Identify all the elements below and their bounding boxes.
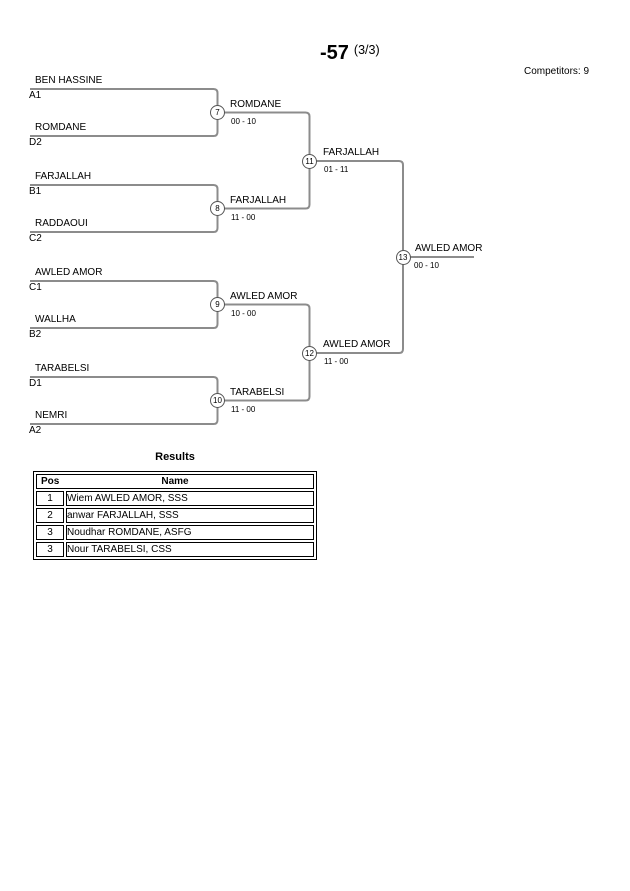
result-name-cell: Wiem AWLED AMOR, SSS xyxy=(66,491,314,506)
bracket-lines xyxy=(30,88,474,425)
page-header: -57 (3/3) xyxy=(320,42,380,65)
page-title-round: (3/3) xyxy=(353,43,380,57)
match-number-badge: 7 xyxy=(210,105,225,120)
result-name-cell: anwar FARJALLAH, SSS xyxy=(66,508,314,523)
results-row: 1 Wiem AWLED AMOR, SSS xyxy=(36,491,314,506)
match9-winner-line xyxy=(224,303,311,353)
match-number-badge: 11 xyxy=(302,153,317,169)
match11-winner-line xyxy=(316,160,404,257)
result-pos-cell: 1 xyxy=(36,491,64,506)
competitor-name: AWLED AMOR xyxy=(35,267,103,278)
match-number-badge: 9 xyxy=(210,297,225,312)
results-col-pos: Pos xyxy=(41,476,60,487)
results-col-name: Name xyxy=(161,476,189,487)
match-score: 00 - 10 xyxy=(414,261,439,270)
result-pos-cell: 3 xyxy=(36,525,64,540)
results-row: 3 Noudhar ROMDANE, ASFG xyxy=(36,525,314,540)
result-pos-cell: 2 xyxy=(36,508,64,523)
winner-name: ROMDANE xyxy=(230,99,282,110)
results-row: 2 anwar FARJALLAH, SSS xyxy=(36,508,314,523)
winner-name: FARJALLAH xyxy=(323,147,380,158)
winner-name: AWLED AMOR xyxy=(230,291,298,302)
winner-name: TARABELSI xyxy=(230,387,285,398)
result-name-cell: Nour TARABELSI, CSS xyxy=(66,542,314,557)
match-number-badge: 8 xyxy=(210,201,225,216)
match-number-badge: 13 xyxy=(395,249,411,265)
competitor-name: FARJALLAH xyxy=(35,171,92,182)
winner-name: AWLED AMOR xyxy=(323,339,391,350)
winner-name: AWLED AMOR xyxy=(415,243,483,254)
result-name-cell: Noudhar ROMDANE, ASFG xyxy=(66,525,314,540)
competitor-name: ROMDANE xyxy=(35,122,87,133)
seed-label: A1 xyxy=(29,90,42,101)
seed-label: D1 xyxy=(29,378,42,389)
seed-label: C1 xyxy=(29,282,42,293)
competitor-name: BEN HASSINE xyxy=(35,75,103,86)
results-header-row: Pos Name xyxy=(36,474,314,489)
seed-label: B1 xyxy=(29,186,42,197)
results-row: 3 Nour TARABELSI, CSS xyxy=(36,542,314,557)
competitors-count: Competitors: 9 xyxy=(524,66,590,77)
results-header-cell: Pos Name xyxy=(36,474,314,489)
seed-label: B2 xyxy=(29,329,42,340)
seed-label: D2 xyxy=(29,137,42,148)
page-title: -57 xyxy=(320,42,349,64)
match-score: 11 - 00 xyxy=(231,405,256,414)
match-number-badge: 12 xyxy=(302,345,317,361)
match-score: 11 - 00 xyxy=(324,357,349,366)
result-pos-cell: 3 xyxy=(36,542,64,557)
match-score: 10 - 00 xyxy=(231,309,256,318)
match-score: 01 - 11 xyxy=(324,165,349,174)
winner-name: FARJALLAH xyxy=(230,195,287,206)
results-table: Pos Name 1 Wiem AWLED AMOR, SSS 2 anwar … xyxy=(33,471,317,560)
results-title: Results xyxy=(155,451,195,463)
seed-label: A2 xyxy=(29,425,42,436)
match-number-badge: 10 xyxy=(210,393,225,408)
competitor-name: TARABELSI xyxy=(35,363,90,374)
match10-winner-line xyxy=(224,353,311,402)
match12-winner-line xyxy=(316,257,404,354)
match8-winner-line xyxy=(224,161,311,210)
match-score: 11 - 00 xyxy=(231,213,256,222)
match7-winner-line xyxy=(224,111,311,161)
seed-label: C2 xyxy=(29,233,42,244)
match-score: 00 - 10 xyxy=(231,117,256,126)
competitor-name: NEMRI xyxy=(35,410,68,421)
competitor-name: RADDAOUI xyxy=(35,218,88,229)
competitor-name: WALLHA xyxy=(35,314,76,325)
